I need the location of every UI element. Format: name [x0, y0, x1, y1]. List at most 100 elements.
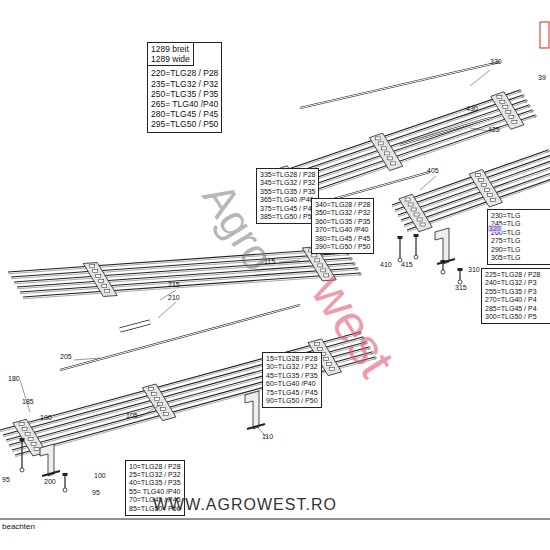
part-number-table: 15=TLG28 / P2830=TLG32 / P3245=TLG35 / P…: [262, 352, 322, 408]
rail-bar: [14, 258, 351, 282]
comb-bracket: [399, 194, 432, 232]
table-row: 60=TLG40 /P40: [266, 380, 318, 388]
rod: [330, 172, 430, 200]
bolt: [398, 236, 403, 262]
rod-body: [300, 62, 500, 108]
callout-number: 185: [22, 398, 34, 405]
table-row: 280=TLG45 / P45: [151, 109, 218, 119]
comb-slot: [385, 152, 390, 155]
comb-slot: [478, 178, 483, 181]
bolt: [414, 234, 419, 259]
leader-line: [20, 380, 30, 412]
comb-slot: [152, 392, 157, 395]
table-row: 300=TLG50 / P5: [485, 313, 548, 321]
comb-slot: [31, 443, 36, 446]
callout-number: 190: [40, 414, 52, 421]
rail-end: [350, 258, 352, 260]
table-row: 45=TLG35 / P35: [266, 372, 318, 380]
comb-slot: [414, 213, 419, 216]
comb-slot: [34, 448, 39, 451]
comb-slot: [411, 208, 416, 211]
rail-bar: [6, 342, 366, 440]
table-row: 220=TLG28 / P28: [151, 68, 218, 78]
rail-end: [547, 150, 549, 152]
bolt: [441, 260, 446, 274]
comb-bracket: [469, 169, 502, 207]
table-row: 10=TLG28 / P28: [129, 463, 181, 471]
table-row: 380=TLG45 / P45: [315, 235, 370, 243]
rail-end: [528, 105, 530, 107]
comb-bracket: [83, 263, 117, 297]
note-text: beachten: [2, 523, 35, 531]
rod-body: [330, 172, 430, 200]
comb-slot: [90, 265, 95, 268]
comb-bracket: [369, 133, 402, 171]
table-row: 295=TLG50 / P50: [151, 119, 218, 129]
callout-number: 39: [538, 74, 546, 81]
comb-slot: [158, 402, 163, 405]
comb-slot: [96, 275, 101, 278]
rail-bar: [392, 150, 548, 205]
callout-number: 425: [488, 126, 500, 133]
footer-rule: [0, 519, 550, 520]
comb-slot: [105, 290, 110, 293]
table-row: 345=TLG32 / P32: [260, 179, 315, 187]
comb-slot: [326, 362, 331, 365]
rail-bar: [12, 352, 372, 450]
table-row: 15=TLG28 / P28: [266, 355, 318, 363]
table-row: 270=TLG40 / P4: [485, 296, 548, 304]
rail-edge: [20, 270, 357, 294]
comb-slot: [318, 264, 323, 267]
comb-bracket: [142, 384, 176, 421]
leader-line: [158, 302, 176, 318]
comb-slot: [509, 116, 514, 119]
rail-bar: [3, 337, 363, 435]
table-row: 1289 breit: [151, 44, 190, 54]
comb-slot: [28, 438, 33, 441]
rail-end: [356, 268, 358, 270]
rail-bar: [395, 155, 550, 210]
comb-slot: [99, 280, 104, 283]
table-row: 25=TLG32 / P32: [129, 471, 181, 479]
rod: [120, 322, 150, 330]
bolt: [20, 438, 25, 472]
comb-slot: [420, 223, 425, 226]
comb-slot: [484, 188, 489, 191]
comb-slot: [382, 147, 387, 150]
comb-slot: [376, 137, 381, 140]
callout-number: 430: [466, 105, 478, 112]
comb-slot: [149, 387, 154, 390]
callout-number: 95: [2, 476, 10, 483]
part-number-table: 335=TLG28 / P28345=TLG32 / P32355=TLG35 …: [256, 168, 319, 224]
comb-slot: [503, 106, 508, 109]
rail-end: [525, 100, 527, 102]
comb-slot: [155, 397, 160, 400]
callout-number: 320: [488, 225, 502, 232]
table-row: 55= TLG40 /P40: [129, 488, 181, 496]
rail-bar: [8, 248, 345, 272]
comb-bracket: [491, 92, 524, 130]
table-row: 90=TLG50 / P50: [266, 397, 318, 405]
comb-slot: [93, 270, 98, 273]
comb-slot: [405, 198, 410, 201]
rail-end: [519, 90, 521, 92]
part-number-table: 225=TLG28 / P28240=TLG32 / P3255=TLG35 /…: [481, 268, 550, 324]
rod: [400, 118, 490, 145]
comb-slot: [500, 101, 505, 104]
callout-number: 200: [44, 478, 56, 485]
rail-bar: [20, 268, 357, 292]
rail-edge: [3, 339, 363, 437]
comb-slot: [102, 285, 107, 288]
rail-bar: [17, 263, 354, 287]
comb-slot: [22, 428, 27, 431]
comb-slot: [321, 269, 326, 272]
comb-slot: [487, 193, 492, 196]
table-row: 390=TLG50 / P50: [315, 243, 370, 251]
rod: [300, 62, 500, 108]
comb-slot: [164, 412, 169, 415]
comb-slot: [19, 423, 24, 426]
comb-slot: [506, 111, 511, 114]
website-footer: WWW.AGROWEST.RO: [153, 497, 337, 513]
callout-number: 95: [92, 489, 100, 496]
comb-slot: [25, 433, 30, 436]
